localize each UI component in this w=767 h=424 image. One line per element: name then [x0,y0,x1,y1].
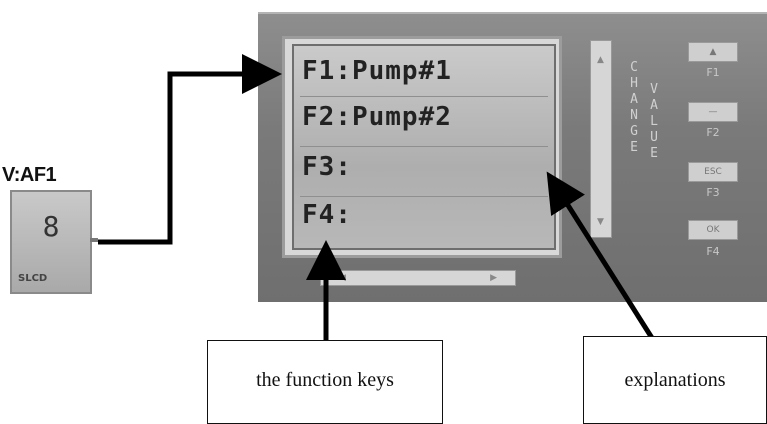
screen-line-f3: F3: [302,152,352,182]
block-title: V:AF1 [2,164,57,186]
screen-divider [300,146,548,147]
output-pin [90,238,98,242]
slcd-block[interactable]: 8 SLCD [10,190,98,294]
screen-line-f4: F4: [302,200,352,230]
function-keys-callout: the function keys [207,340,443,424]
f3-label: F3 [706,186,720,199]
f1-label: F1 [706,66,720,79]
f4-button[interactable]: OK [688,220,738,240]
vertical-scrollbar[interactable]: ▲ ▼ [590,40,612,238]
f4-label: F4 [706,245,720,258]
screen-line-f2: F2:Pump#2 [302,102,452,132]
block-digit: 8 [42,210,60,243]
screen-divider [300,96,548,97]
block-label: SLCD [18,273,48,284]
f3-button[interactable]: ESC [688,162,738,182]
f2-button[interactable]: — [688,102,738,122]
screen-line-f1: F1:Pump#1 [302,56,452,86]
lcd-screen: F1:Pump#1 F2:Pump#2 F3: F4: [292,44,556,250]
explanations-callout: explanations [583,336,767,424]
f1-button[interactable]: ▲ [688,42,738,62]
screen-divider [300,196,548,197]
connector-arrow [98,54,282,245]
scroll-down-icon[interactable]: ▼ [597,217,604,227]
scroll-right-icon[interactable]: ▶ [490,273,497,283]
explanations-arrow [546,171,655,340]
f2-label: F2 [706,126,720,139]
scroll-up-icon[interactable]: ▲ [597,55,604,65]
